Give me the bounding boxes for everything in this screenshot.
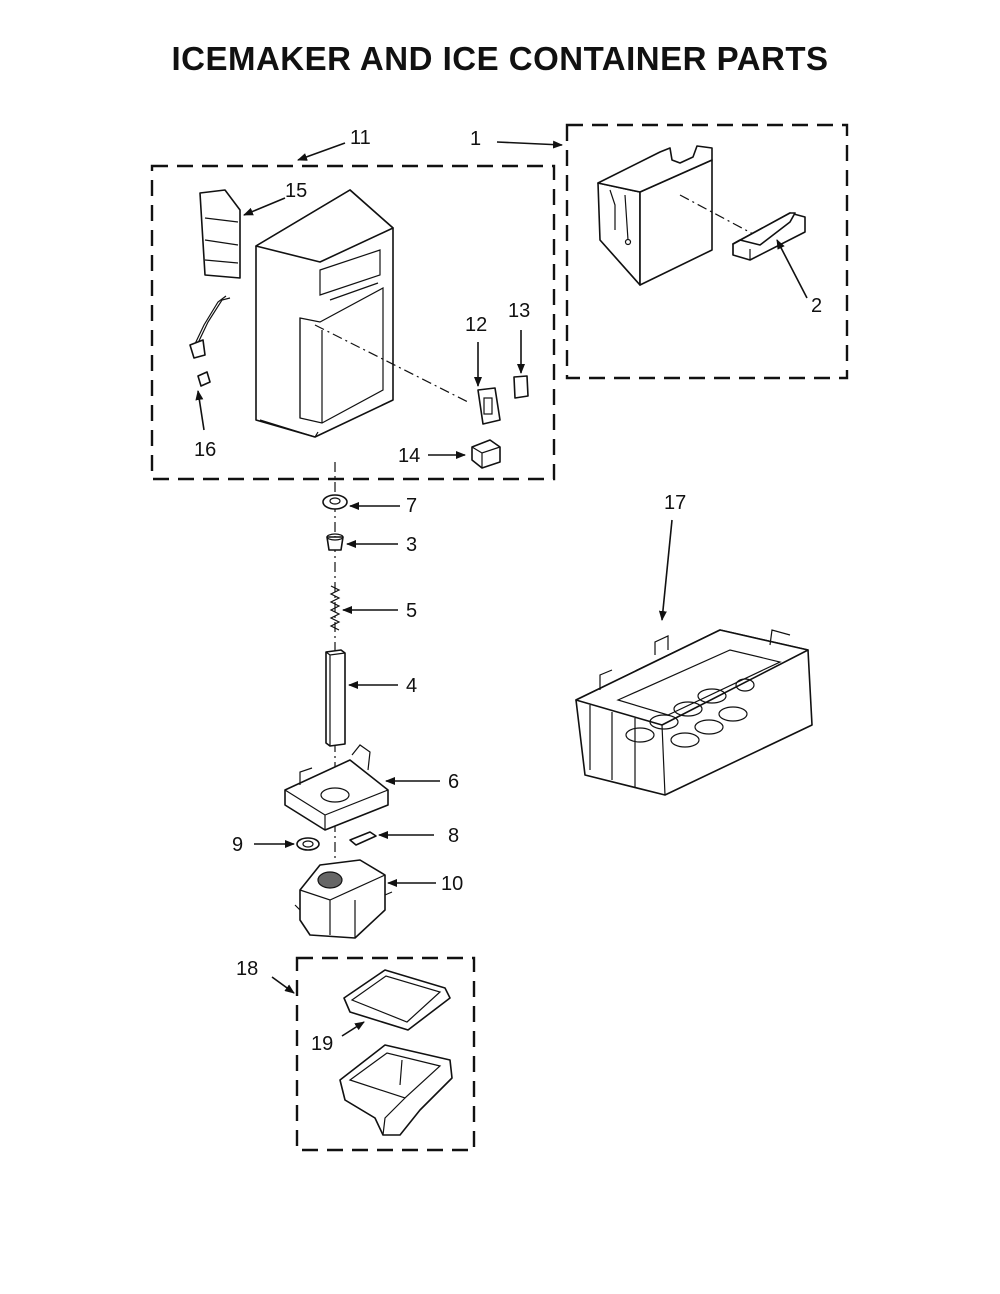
callout-13: 13 [508, 300, 530, 322]
callout-12: 12 [465, 314, 487, 336]
leader-11 [297, 142, 346, 161]
leader-2 [776, 239, 808, 299]
gasket-part-8 [349, 831, 377, 846]
callout-3: 3 [406, 534, 417, 556]
leader-17 [658, 519, 673, 621]
callout-7: 7 [406, 495, 417, 517]
motor-part-10 [294, 859, 393, 939]
callout-17: 17 [664, 492, 686, 514]
leader-15 [243, 197, 286, 216]
callout-2: 2 [811, 295, 822, 317]
bin-handle-part-2 [732, 212, 806, 261]
callout-15: 15 [285, 180, 307, 202]
callout-1: 1 [470, 128, 481, 150]
callout-6: 6 [448, 771, 459, 793]
spring-part-5 [329, 585, 341, 631]
callout-8: 8 [448, 825, 459, 847]
callout-19: 19 [311, 1033, 333, 1055]
callout-11: 11 [350, 127, 371, 149]
wire-harness-part-16 [189, 295, 231, 387]
centerline-11-12 [314, 324, 471, 404]
shaft-part-4 [325, 649, 346, 747]
callout-16: 16 [194, 439, 216, 461]
cover-part-6 [284, 744, 389, 831]
icemaker-tray-part-17 [575, 629, 813, 796]
ice-bin-part-1 [597, 145, 713, 286]
connector-part-13 [513, 375, 529, 399]
callout-5: 5 [406, 600, 417, 622]
leader-18 [271, 976, 295, 994]
callout-14: 14 [398, 445, 420, 467]
bushing-part-3 [326, 533, 344, 551]
gasket-part-19 [343, 969, 451, 1031]
switch-part-12 [477, 387, 501, 425]
group-box-1 [565, 123, 849, 380]
callout-18: 18 [236, 958, 258, 980]
dispenser-housing-part-18 [339, 1044, 453, 1136]
leader-16 [195, 390, 205, 431]
group-box-18 [295, 956, 476, 1152]
washer-part-9 [296, 837, 320, 851]
module-part-14 [471, 439, 501, 469]
group-box-11 [150, 164, 556, 481]
callout-9: 9 [232, 834, 243, 856]
leader-19 [341, 1021, 365, 1037]
page-title: ICEMAKER AND ICE CONTAINER PARTS [171, 40, 829, 77]
callout-10: 10 [441, 873, 463, 895]
ring-part-7 [322, 494, 348, 510]
panel-part-15 [199, 189, 241, 279]
icemaker-housing-part-11 [255, 189, 394, 438]
leader-1 [496, 140, 563, 149]
centerline-1-2 [679, 194, 756, 236]
callout-4: 4 [406, 675, 417, 697]
